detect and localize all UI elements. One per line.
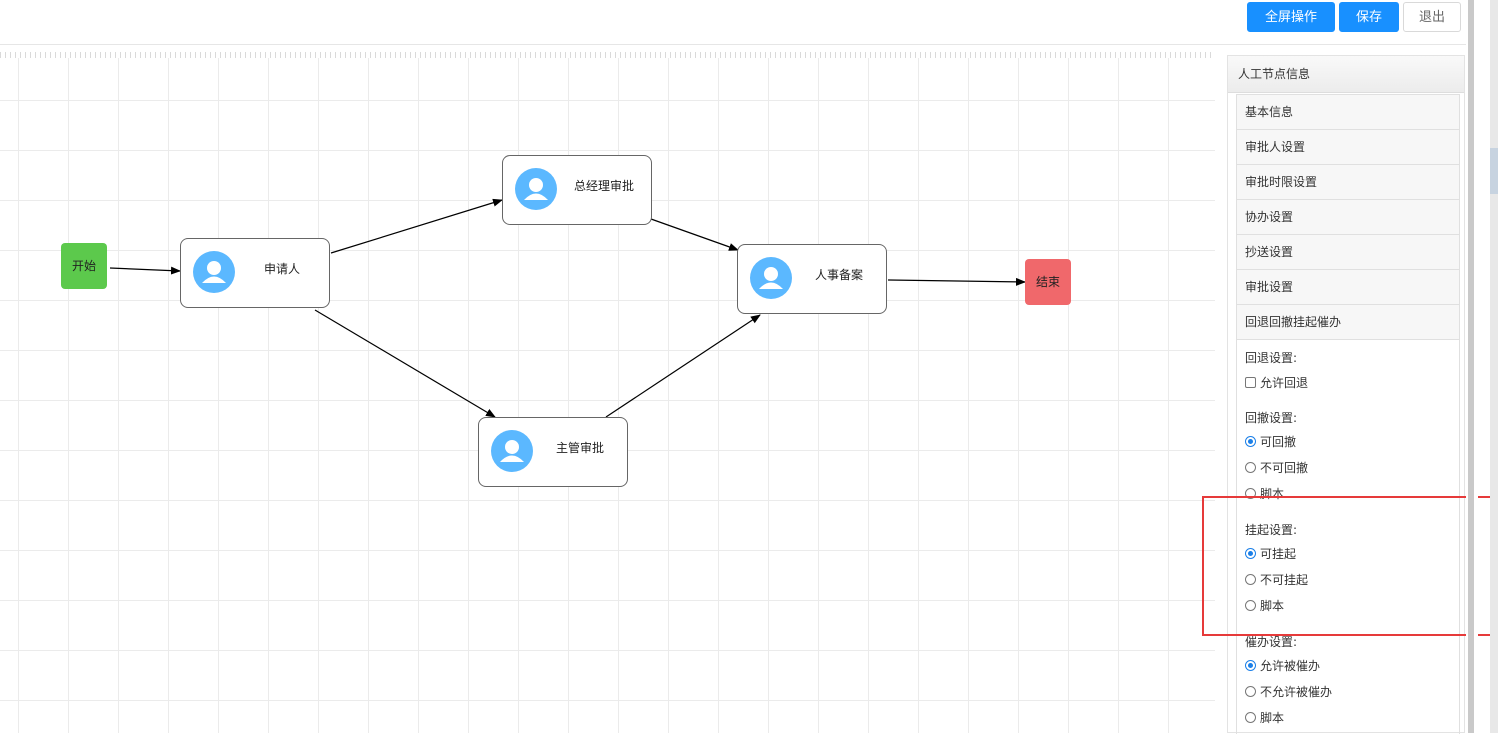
- radio-selected-icon[interactable]: [1245, 436, 1256, 447]
- panel-scrollbar[interactable]: [1466, 0, 1478, 733]
- side-collapse-strip: [1490, 0, 1498, 733]
- exit-button[interactable]: 退出: [1403, 2, 1461, 32]
- start-node[interactable]: 开始: [61, 243, 107, 289]
- withdraw-option-deny[interactable]: 不可回撤: [1245, 460, 1308, 476]
- edge-supervisor-hr: [605, 314, 761, 418]
- task-label: 总经理审批: [573, 179, 634, 193]
- edge-gm-hr: [650, 218, 739, 251]
- settings-accordion: 基本信息 审批人设置 审批时限设置 协办设置 抄送设置 审批设置 回退回撤挂起催…: [1236, 94, 1460, 340]
- radio-selected-icon[interactable]: [1245, 660, 1256, 671]
- highlight-box: [1202, 496, 1495, 636]
- suspend-option-script[interactable]: 脚本: [1245, 598, 1284, 614]
- section-cc-settings[interactable]: 抄送设置: [1237, 235, 1459, 270]
- user-avatar-icon: [750, 257, 792, 299]
- radio-icon[interactable]: [1245, 600, 1256, 611]
- edge-hr-end: [887, 277, 1026, 286]
- allow-rollback-checkbox[interactable]: 允许回退: [1245, 375, 1308, 391]
- user-avatar-icon: [193, 251, 235, 293]
- suspend-option-allow[interactable]: 可挂起: [1245, 546, 1296, 562]
- fullscreen-button[interactable]: 全屏操作: [1247, 2, 1335, 32]
- checkbox-icon[interactable]: [1245, 377, 1256, 388]
- radio-selected-icon[interactable]: [1245, 548, 1256, 559]
- user-avatar-icon: [515, 168, 557, 210]
- edge-applicant-supervisor: [314, 309, 496, 418]
- top-toolbar: 全屏操作 保存 退出: [0, 0, 1470, 45]
- canvas-ruler: [0, 52, 1215, 58]
- section-rollback-withdraw-suspend-urge[interactable]: 回退回撤挂起催办: [1237, 305, 1459, 340]
- flow-edges: [109, 198, 1026, 418]
- radio-icon[interactable]: [1245, 574, 1256, 585]
- task-node-applicant[interactable]: 申请人: [180, 238, 330, 308]
- suspend-label: 挂起设置:: [1245, 523, 1298, 537]
- radio-icon[interactable]: [1245, 686, 1256, 697]
- scrollbar-track[interactable]: [1468, 0, 1474, 733]
- section-approval-settings[interactable]: 审批设置: [1237, 270, 1459, 305]
- rollback-label: 回退设置:: [1245, 351, 1298, 365]
- user-avatar-icon: [491, 430, 533, 472]
- task-node-supervisor-approval[interactable]: 主管审批: [478, 417, 628, 487]
- suspend-option-deny[interactable]: 不可挂起: [1245, 572, 1308, 588]
- task-node-gm-approval[interactable]: 总经理审批: [502, 155, 652, 225]
- task-node-hr-filing[interactable]: 人事备案: [737, 244, 887, 314]
- panel-title: 人工节点信息: [1228, 56, 1464, 93]
- section-assist-settings[interactable]: 协办设置: [1237, 200, 1459, 235]
- collapse-handle-icon[interactable]: [1490, 148, 1498, 194]
- edge-applicant-gm: [330, 198, 503, 254]
- save-button[interactable]: 保存: [1339, 2, 1399, 32]
- radio-icon[interactable]: [1245, 488, 1256, 499]
- urge-option-allow[interactable]: 允许被催办: [1245, 658, 1320, 674]
- task-label: 人事备案: [814, 268, 863, 282]
- node-properties-panel: 人工节点信息 基本信息 审批人设置 审批时限设置 协办设置 抄送设置 审批设置 …: [1227, 55, 1465, 734]
- task-label: 主管审批: [555, 441, 604, 455]
- edge-start-applicant: [109, 266, 181, 275]
- urge-option-script[interactable]: 脚本: [1245, 710, 1284, 726]
- radio-icon[interactable]: [1245, 712, 1256, 723]
- section-approver-settings[interactable]: 审批人设置: [1237, 130, 1459, 165]
- withdraw-option-allow[interactable]: 可回撤: [1245, 434, 1296, 450]
- urge-option-deny[interactable]: 不允许被催办: [1245, 684, 1332, 700]
- section-body: 回退设置: 允许回退 回撤设置: 可回撤 不可回撤 脚本 挂起设置: 可挂起 不…: [1236, 340, 1460, 734]
- radio-icon[interactable]: [1245, 462, 1256, 473]
- withdraw-label: 回撤设置:: [1245, 411, 1298, 425]
- urge-label: 催办设置:: [1245, 635, 1298, 649]
- task-label: 申请人: [263, 262, 300, 276]
- section-time-limit-settings[interactable]: 审批时限设置: [1237, 165, 1459, 200]
- end-node[interactable]: 结束: [1025, 259, 1071, 305]
- section-basic-info[interactable]: 基本信息: [1237, 95, 1459, 130]
